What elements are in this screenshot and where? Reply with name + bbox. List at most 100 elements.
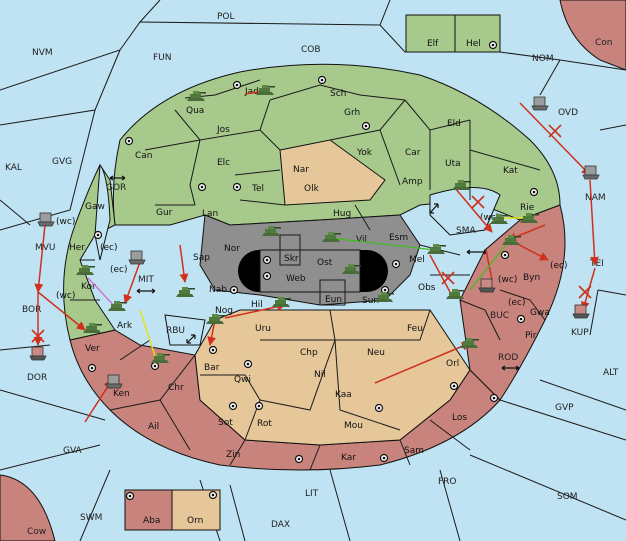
- supply-center-icon: [361, 121, 371, 131]
- label-MIT: MIT: [138, 275, 154, 285]
- label-Nab: Nab: [209, 285, 227, 295]
- label-Kat: Kat: [503, 166, 518, 176]
- label-Vil: Vil: [356, 235, 367, 245]
- coast-tag: (ec): [508, 298, 526, 308]
- label-Car: Car: [405, 148, 421, 158]
- supply-center-icon: [317, 75, 327, 85]
- label-Orl: Orl: [446, 359, 459, 369]
- sea-labels: POL NVM FUN COB NOM Con KAL GVG GOR SMA …: [5, 12, 619, 537]
- label-DOR: DOR: [27, 373, 47, 383]
- supply-center-icon: [449, 381, 459, 391]
- label-Obs: Obs: [418, 283, 436, 293]
- label-Jos: Jos: [216, 125, 230, 135]
- land-labels: Jad Sch Qua Jos Grh Can Elc Yok Car Eld …: [69, 39, 550, 526]
- label-ROD: ROD: [498, 353, 518, 363]
- label-NOM: NOM: [532, 54, 554, 64]
- label-OVD: OVD: [558, 108, 578, 118]
- label-COB: COB: [301, 45, 321, 55]
- label-Eun: Eun: [325, 295, 342, 305]
- label-Los: Los: [452, 413, 467, 423]
- coast-tag: (wc): [480, 213, 499, 223]
- supply-center-icon: [208, 490, 218, 500]
- label-Grh: Grh: [344, 108, 360, 118]
- label-Qwi: Qwi: [234, 375, 251, 385]
- supply-center-icon: [374, 403, 384, 413]
- label-Web: Web: [286, 274, 306, 284]
- label-Chp: Chp: [300, 348, 318, 358]
- label-MVU: MVU: [35, 243, 56, 253]
- label-TEI: TEI: [589, 259, 604, 269]
- label-SOM: SOM: [557, 492, 578, 502]
- label-Sun: Sun: [362, 296, 379, 306]
- label-Kor: Kor: [81, 282, 96, 292]
- label-Ken: Ken: [113, 389, 130, 399]
- label-Skr: Skr: [284, 254, 299, 264]
- label-FRO: FRO: [438, 477, 457, 487]
- supply-center-icon: [254, 401, 264, 411]
- supply-center-icon: [124, 136, 134, 146]
- label-NAM: NAM: [585, 193, 606, 203]
- label-LIT: LIT: [305, 489, 319, 499]
- label-Amp: Amp: [402, 177, 423, 187]
- label-Uru: Uru: [255, 324, 271, 334]
- label-Hel: Hel: [466, 39, 481, 49]
- label-Olk: Olk: [304, 184, 320, 194]
- label-Eld: Eld: [447, 119, 461, 129]
- supply-center-icon: [232, 182, 242, 192]
- label-Nil: Nil: [314, 370, 326, 380]
- supply-center-icon: [208, 345, 218, 355]
- label-Ost: Ost: [317, 258, 333, 268]
- label-Nar: Nar: [293, 165, 309, 175]
- supply-center-icon: [262, 271, 272, 281]
- coast-tag: (ec): [550, 261, 568, 271]
- label-Zin: Zin: [226, 450, 240, 460]
- coast-tags: (wc) (ec) (ec) (wc) (wc) (ec) (wc) (ec): [56, 213, 568, 308]
- label-SWM: SWM: [80, 513, 102, 523]
- label-Can: Can: [135, 151, 153, 161]
- region-borders: [70, 79, 546, 471]
- label-Qua: Qua: [186, 106, 204, 116]
- label-KAL: KAL: [5, 163, 22, 173]
- supply-center-icon: [294, 454, 304, 464]
- supply-center-icon: [125, 491, 135, 501]
- label-Yok: Yok: [356, 148, 373, 158]
- supply-center-icon: [262, 255, 272, 265]
- label-Sam: Sam: [404, 446, 424, 456]
- coast-tag: (ec): [110, 265, 128, 275]
- supply-center-icon: [93, 230, 103, 240]
- label-Cow: Cow: [27, 527, 46, 537]
- label-Byn: Byn: [523, 273, 540, 283]
- label-Lan: Lan: [202, 209, 218, 219]
- supply-center-icon: [229, 285, 239, 295]
- label-Ver: Ver: [85, 344, 100, 354]
- supply-center-icon: [243, 359, 253, 369]
- label-Uta: Uta: [445, 159, 461, 169]
- failed-markers: [31, 124, 592, 343]
- label-Elc: Elc: [217, 158, 230, 168]
- label-Chr: Chr: [168, 383, 184, 393]
- label-Gur: Gur: [156, 208, 173, 218]
- coast-tag: (ec): [100, 243, 118, 253]
- label-Sap: Sap: [193, 253, 210, 263]
- label-POL: POL: [217, 12, 235, 22]
- label-Aba: Aba: [143, 516, 160, 526]
- label-Neu: Neu: [367, 348, 385, 358]
- label-Kaa: Kaa: [335, 390, 352, 400]
- label-Pir: Pir: [525, 331, 537, 341]
- label-FUN: FUN: [153, 53, 172, 63]
- supply-center-icon: [488, 40, 498, 50]
- label-GVG: GVG: [52, 157, 72, 167]
- supply-center-icon: [489, 393, 499, 403]
- label-BUC: BUC: [490, 311, 509, 321]
- label-KUP: KUP: [571, 328, 589, 338]
- coast-tag: (wc): [56, 291, 75, 301]
- label-Jad: Jad: [244, 87, 259, 97]
- label-GVA: GVA: [63, 446, 83, 456]
- label-Esm: Esm: [389, 233, 408, 243]
- continent: [63, 63, 566, 471]
- label-GOR: GOR: [106, 183, 126, 193]
- label-RBU: RBU: [166, 326, 185, 336]
- label-Bar: Bar: [204, 363, 220, 373]
